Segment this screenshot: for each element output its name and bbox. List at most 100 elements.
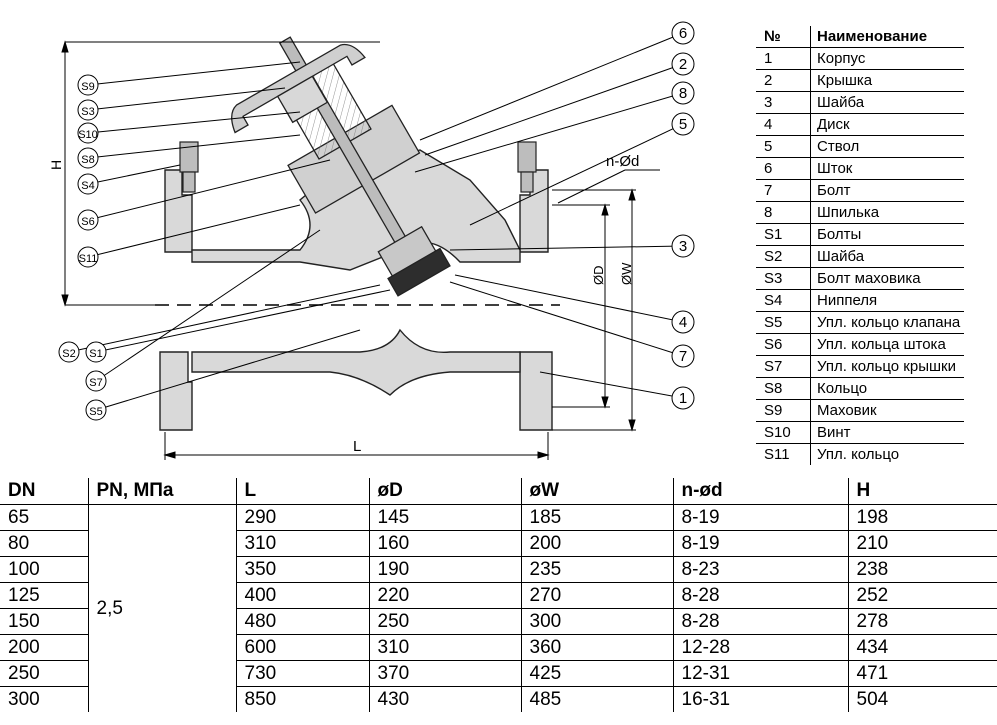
- dims-header-od: øD: [368, 478, 521, 505]
- callout-circle: [671, 234, 695, 258]
- callout-circle: [77, 209, 99, 231]
- part-name: Крышка: [810, 69, 965, 92]
- dims-cell-l: 400: [235, 582, 369, 609]
- dims-cell-ow: 235: [520, 556, 673, 583]
- dims-cell-od: 145: [368, 504, 521, 531]
- part-number: 7: [756, 179, 811, 202]
- dims-cell-l: 310: [235, 530, 369, 557]
- callout-leader: [87, 61, 301, 86]
- callout-circle: [77, 99, 99, 121]
- callout-circle: [77, 122, 99, 144]
- dims-cell-ow: 425: [520, 660, 673, 687]
- part-number: S1: [756, 223, 811, 246]
- callout-leader: [87, 134, 301, 159]
- dimension-h: [61, 40, 380, 307]
- dims-cell-h: 471: [847, 660, 997, 687]
- dims-cell-h: 504: [847, 686, 997, 712]
- dims-cell-ow: 200: [520, 530, 673, 557]
- callout-leader: [95, 329, 361, 411]
- dims-cell-nd: 8-28: [672, 582, 848, 609]
- callout-circle: [77, 147, 99, 169]
- dims-cell-l: 290: [235, 504, 369, 531]
- dims-header-nd: n-ød: [672, 478, 848, 505]
- part-number: S4: [756, 289, 811, 312]
- part-number: S9: [756, 399, 811, 422]
- dims-cell-l: 850: [235, 686, 369, 712]
- dims-cell-nd: 8-19: [672, 530, 848, 557]
- dims-cell-l: 350: [235, 556, 369, 583]
- dims-cell-od: 250: [368, 608, 521, 635]
- dims-cell-nd: 8-23: [672, 556, 848, 583]
- part-name: Кольцо: [810, 377, 965, 400]
- callout-leader: [87, 159, 331, 221]
- part-number: 5: [756, 135, 811, 158]
- nipples: [179, 141, 537, 193]
- callout-leader: [68, 284, 381, 353]
- callout-circle: [58, 341, 80, 363]
- callout-label: 6: [679, 25, 687, 42]
- part-number: 3: [756, 91, 811, 114]
- callout-circle: [77, 74, 99, 96]
- callout-label: 2: [679, 56, 687, 73]
- dims-cell-ow: 485: [520, 686, 673, 712]
- callout-circle: [85, 399, 107, 421]
- dims-cell-nd: 8-19: [672, 504, 848, 531]
- part-name: Шайба: [810, 91, 965, 114]
- part-number: S8: [756, 377, 811, 400]
- part-name: Ствол: [810, 135, 965, 158]
- callout-circle: [77, 246, 99, 268]
- dims-cell-dn: 300: [0, 686, 88, 712]
- parts-table-header: № Наименование: [756, 26, 965, 48]
- callout-label-seal: S4: [81, 180, 94, 192]
- callout-label: 7: [679, 348, 687, 365]
- dims-table-header: DN PN, МПа L øD øW n-ød H: [0, 478, 997, 505]
- callout-label-seal: S3: [81, 106, 94, 118]
- part-name: Болт маховика: [810, 267, 965, 290]
- dims-cell-od: 310: [368, 634, 521, 661]
- callout-leader: [87, 204, 301, 258]
- callout-label-seal: S7: [89, 377, 102, 389]
- callout-label-seal: S10: [78, 129, 98, 141]
- callout-leader: [469, 123, 684, 226]
- dims-cell-dn: 125: [0, 582, 88, 609]
- part-name: Шайба: [810, 245, 965, 268]
- part-name: Маховик: [810, 399, 965, 422]
- dims-cell-od: 160: [368, 530, 521, 557]
- callout-circle: [671, 52, 695, 76]
- dims-cell-ow: 360: [520, 634, 673, 661]
- part-name: Упл. кольцо крышки: [810, 355, 965, 378]
- callout-label: 8: [679, 85, 687, 102]
- dims-cell-nd: 16-31: [672, 686, 848, 712]
- callout-leader: [424, 63, 684, 156]
- dims-cell-od: 190: [368, 556, 521, 583]
- callout-label: 1: [679, 390, 687, 407]
- part-number: S2: [756, 245, 811, 268]
- callout-circle: [85, 370, 107, 392]
- dims-cell-dn: 80: [0, 530, 88, 557]
- part-number: S11: [756, 443, 811, 465]
- callout-circle: [671, 344, 695, 368]
- dim-label-ow: ØW: [619, 262, 634, 285]
- dims-cell-dn: 65: [0, 504, 88, 531]
- callout-circle: [671, 310, 695, 334]
- dims-header-dn: DN: [8, 480, 36, 501]
- dims-cell-pn: 2,5: [87, 504, 236, 712]
- dims-cell-nd: 12-31: [672, 660, 848, 687]
- part-number: 4: [756, 113, 811, 136]
- callout-label: 5: [679, 116, 687, 133]
- dims-cell-l: 480: [235, 608, 369, 635]
- dims-cell-h: 210: [847, 530, 997, 557]
- part-name: Ниппеля: [810, 289, 965, 312]
- part-name: Болт: [810, 179, 965, 202]
